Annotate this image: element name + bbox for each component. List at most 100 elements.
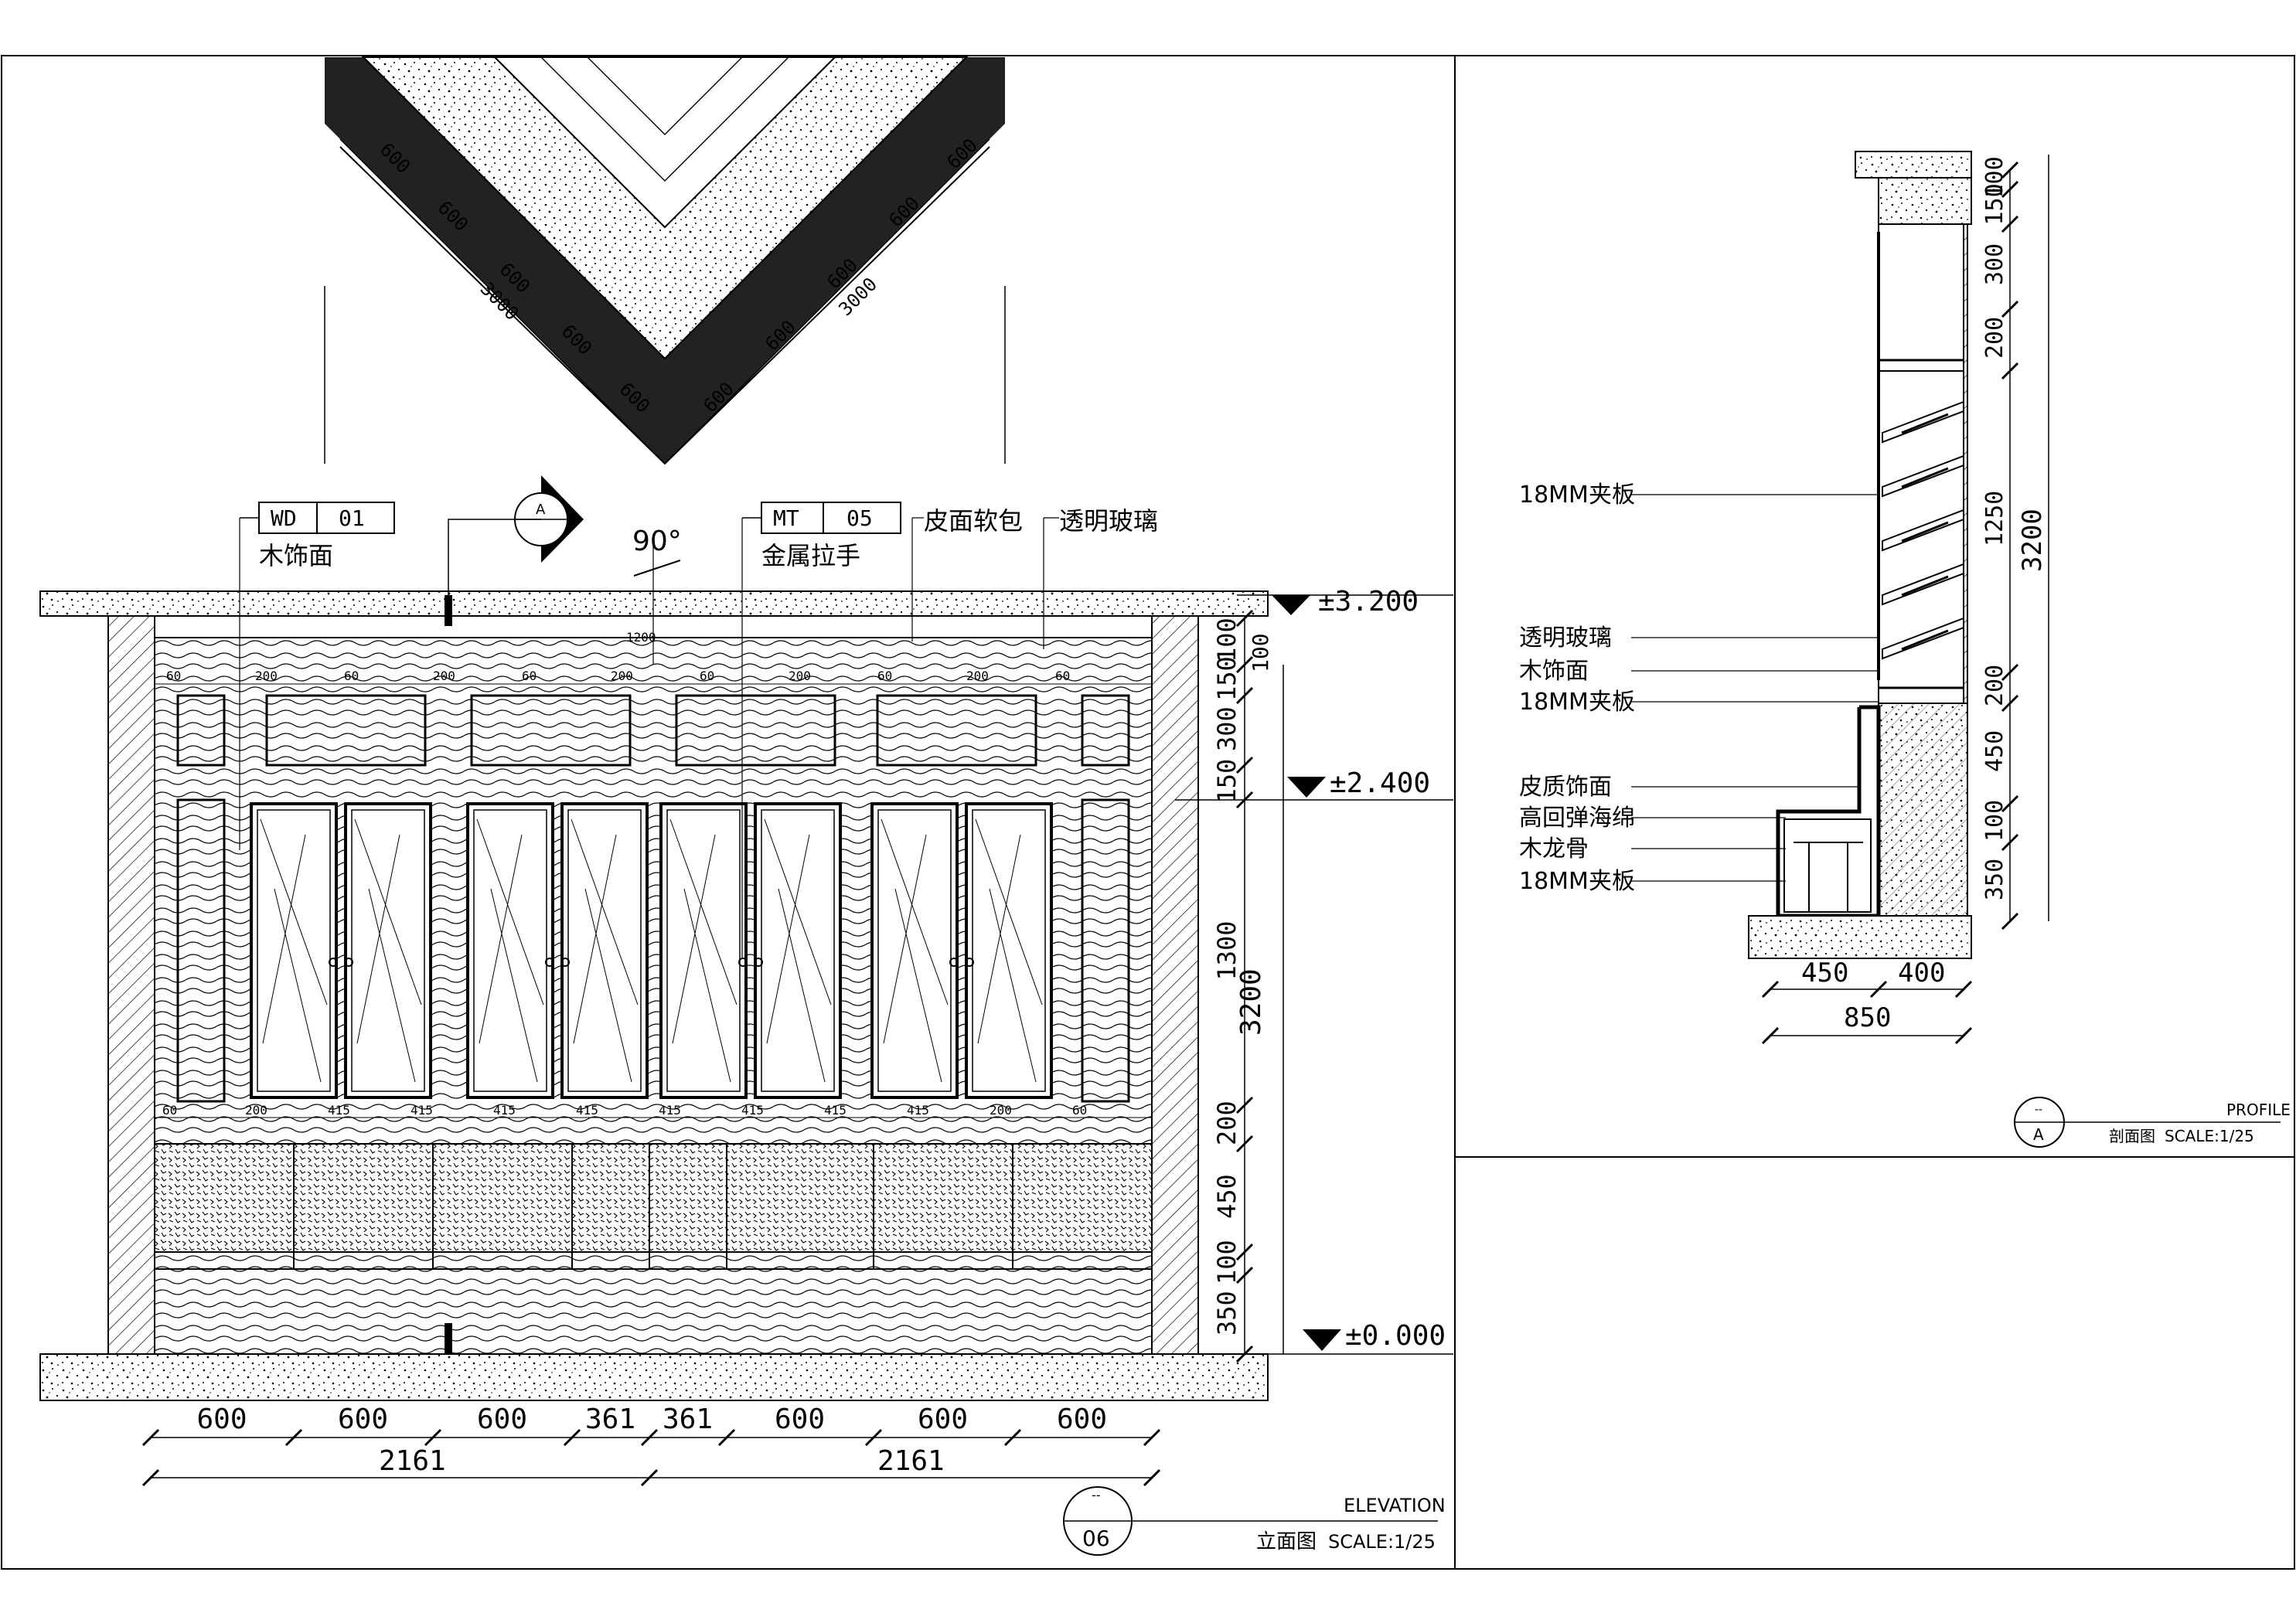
elev-mid-dim-text: 200 bbox=[245, 1103, 267, 1118]
elev-top-dim-text: 60 bbox=[166, 669, 181, 683]
glass-door-inner bbox=[972, 809, 1046, 1092]
glass-door-inner bbox=[761, 809, 835, 1092]
elev-mid-dim-text: 415 bbox=[824, 1103, 847, 1118]
profile-bottom-dim-1: 450 bbox=[1801, 958, 1848, 988]
elev-total-height: 3200 bbox=[1235, 968, 1267, 1036]
small-dim: 1200 bbox=[626, 630, 656, 645]
elev-top-dim-text: 200 bbox=[966, 669, 989, 683]
profile-title-en: PROFILE bbox=[2226, 1101, 2291, 1119]
elev-right-dim-text: 350 bbox=[1212, 1291, 1242, 1335]
side-panel bbox=[176, 798, 226, 1103]
glass-door bbox=[560, 802, 649, 1099]
elev-bottom-dim-text: 361 bbox=[663, 1404, 713, 1435]
elev-mid-dim-text: 415 bbox=[659, 1103, 681, 1118]
elevation-top-panels bbox=[176, 694, 1130, 1103]
transom-panel bbox=[470, 694, 632, 767]
elevation-tile-lines bbox=[293, 1144, 1013, 1269]
elev-bottom-dim-text: 600 bbox=[775, 1404, 825, 1435]
glass-door-inner bbox=[351, 809, 425, 1092]
elev-bottom-dim-text: 600 bbox=[1057, 1404, 1107, 1435]
section-marker: A bbox=[445, 475, 584, 1354]
profile-title-block: -- A PROFILE 剖面图 SCALE:1/25 bbox=[2014, 1097, 2291, 1148]
elev-right-dim-text: 450 bbox=[1212, 1174, 1242, 1219]
door-handle bbox=[949, 958, 959, 967]
glass-reflection bbox=[669, 818, 738, 1083]
transom-panel bbox=[1081, 694, 1130, 767]
elev-top-dim-text: 60 bbox=[877, 669, 892, 683]
elev-mid-dim-text: 415 bbox=[741, 1103, 764, 1118]
elev-right-dim-text: 100 bbox=[1212, 618, 1242, 662]
glass-reflection bbox=[476, 818, 544, 1083]
elev-mid-dim-text: 415 bbox=[576, 1103, 598, 1118]
elev-top-dim-text: 60 bbox=[700, 669, 714, 683]
elev-bottom-dim-text: 361 bbox=[585, 1404, 635, 1435]
elev-right-dim-text: 100 bbox=[1212, 1240, 1242, 1284]
angle-note: 90° 1200 bbox=[626, 526, 682, 665]
glass-door bbox=[344, 802, 432, 1099]
profile-title-top: -- bbox=[2035, 1104, 2042, 1116]
wine-bottle-label bbox=[1901, 629, 1949, 651]
wd-tag-code: WD bbox=[271, 505, 297, 531]
elevation-title-top: -- bbox=[1092, 1488, 1101, 1502]
elev-right-dim-text: 150 bbox=[1212, 759, 1242, 804]
glass-door-inner bbox=[567, 809, 642, 1092]
angle-text: 90° bbox=[632, 526, 682, 557]
profile-wine-bottles bbox=[1882, 400, 1964, 660]
level-bottom: ±0.000 bbox=[1345, 1320, 1446, 1352]
level-mid: ±2.400 bbox=[1330, 767, 1430, 799]
elev-mid-dim-text: 415 bbox=[907, 1103, 929, 1118]
glass-reflection bbox=[354, 818, 422, 1083]
elev-bottom-total-left: 2161 bbox=[379, 1445, 446, 1477]
elev-right-dim-text: 200 bbox=[1212, 1101, 1242, 1145]
profile-label: 18MM夹板 bbox=[1519, 481, 1635, 509]
glass-door bbox=[250, 802, 338, 1099]
elev-bottom-dim-text: 600 bbox=[197, 1404, 247, 1435]
level-marks: ±3.200 ±2.400 ±0.000 bbox=[1175, 586, 1453, 1355]
profile-title-mark: A bbox=[2033, 1125, 2044, 1144]
glass-door bbox=[870, 802, 959, 1099]
profile-bottom-dims: 450 400 850 bbox=[1761, 958, 1973, 1045]
mt-tag: MT 05 金属拉手 bbox=[741, 502, 901, 958]
transom-panel bbox=[176, 694, 226, 767]
elev-top-dim-text: 60 bbox=[344, 669, 359, 683]
elev-right-small-dim: 100 bbox=[1248, 633, 1273, 672]
door-handle bbox=[754, 958, 763, 967]
profile-label: 木龙骨 bbox=[1519, 835, 1589, 863]
leather-label: 皮面软包 bbox=[924, 506, 1023, 536]
elev-top-dim-text: 200 bbox=[433, 669, 455, 683]
glass-door-inner bbox=[473, 809, 547, 1092]
elev-mid-dim-text: 200 bbox=[990, 1103, 1012, 1118]
profile-bottom-dim-2: 400 bbox=[1898, 958, 1945, 988]
elevation-title-scale: SCALE:1/25 bbox=[1328, 1531, 1436, 1553]
elev-right-dim-text: 1300 bbox=[1212, 920, 1242, 980]
profile-label: 18MM夹板 bbox=[1519, 689, 1635, 716]
elev-mid-dim-text: 60 bbox=[1072, 1103, 1087, 1118]
profile-view bbox=[1748, 151, 1972, 959]
transom-panel bbox=[265, 694, 427, 767]
door-handle bbox=[965, 958, 974, 967]
profile-label: 皮质饰面 bbox=[1519, 774, 1612, 801]
glass-door bbox=[965, 802, 1053, 1099]
glass-reflection bbox=[260, 818, 328, 1083]
wine-bottle-label bbox=[1901, 521, 1949, 543]
profile-right-dim-text: 200 bbox=[1981, 317, 2008, 359]
glass-reflection bbox=[975, 818, 1043, 1083]
profile-total-height: 3200 bbox=[2017, 509, 2048, 572]
profile-right-dim-text: 300 bbox=[1981, 243, 2008, 285]
wd-tag-num: 01 bbox=[339, 505, 365, 531]
wine-bottle-label bbox=[1901, 413, 1949, 434]
glass-door bbox=[466, 802, 554, 1099]
wd-tag-desc: 木饰面 bbox=[259, 541, 333, 570]
profile-label: 木饰面 bbox=[1519, 658, 1589, 685]
profile-right-dim-text: 350 bbox=[1981, 859, 2008, 900]
elevation-glass-doors bbox=[250, 802, 1053, 1099]
elev-right-dim-text: 300 bbox=[1212, 706, 1242, 751]
transom-panel bbox=[876, 694, 1037, 767]
profile-title-scale: SCALE:1/25 bbox=[2165, 1127, 2254, 1145]
